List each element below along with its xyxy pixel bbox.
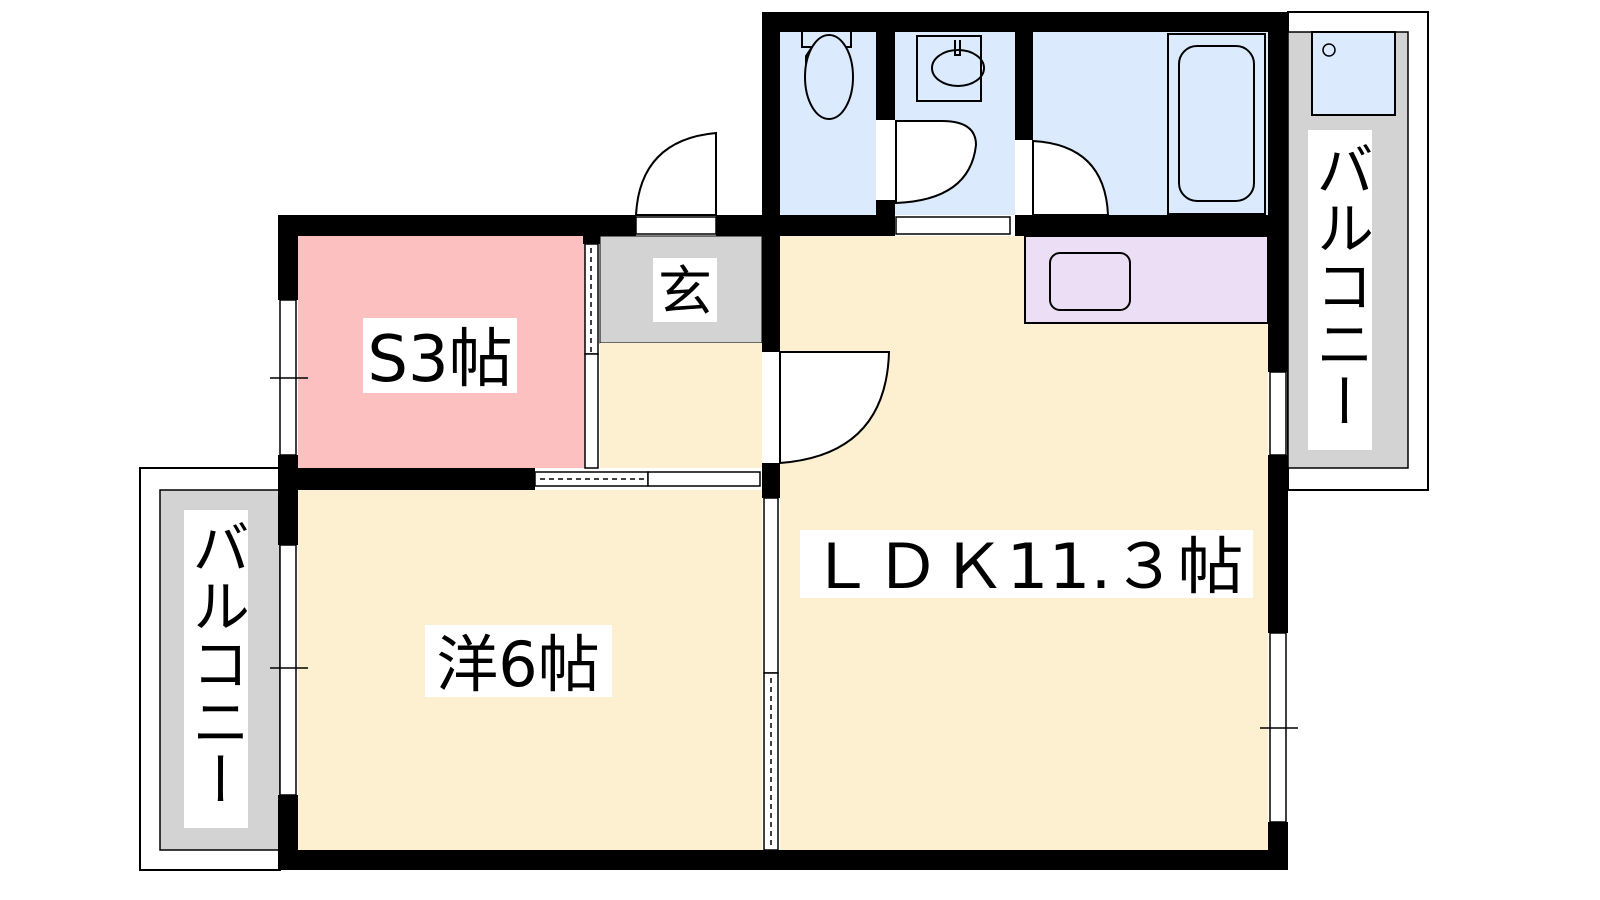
hallway [600, 343, 762, 468]
walls [278, 12, 1288, 870]
balcony-left-label: バルコニー [182, 518, 250, 808]
bathroom-door[interactable] [1032, 139, 1110, 216]
balcony-right-label: バルコニー [1306, 140, 1374, 430]
western-room-label: 洋6帖 [436, 628, 599, 701]
water-heater-icon [1311, 31, 1396, 116]
washroom-door[interactable] [895, 120, 978, 205]
sink-icon [1049, 252, 1131, 311]
entrance-label: 玄 [658, 260, 712, 323]
ldk-door[interactable] [779, 351, 891, 465]
windows [270, 216, 1298, 851]
ldk-label: ＬＤＫ11.３帖 [809, 530, 1244, 603]
bathtub-icon [1167, 33, 1266, 215]
service-room-label: S3帖 [367, 323, 512, 397]
washbasin-icon [916, 35, 985, 102]
toilet-icon [801, 32, 854, 120]
door-arcs [634, 120, 1110, 465]
front-door[interactable] [634, 131, 717, 216]
